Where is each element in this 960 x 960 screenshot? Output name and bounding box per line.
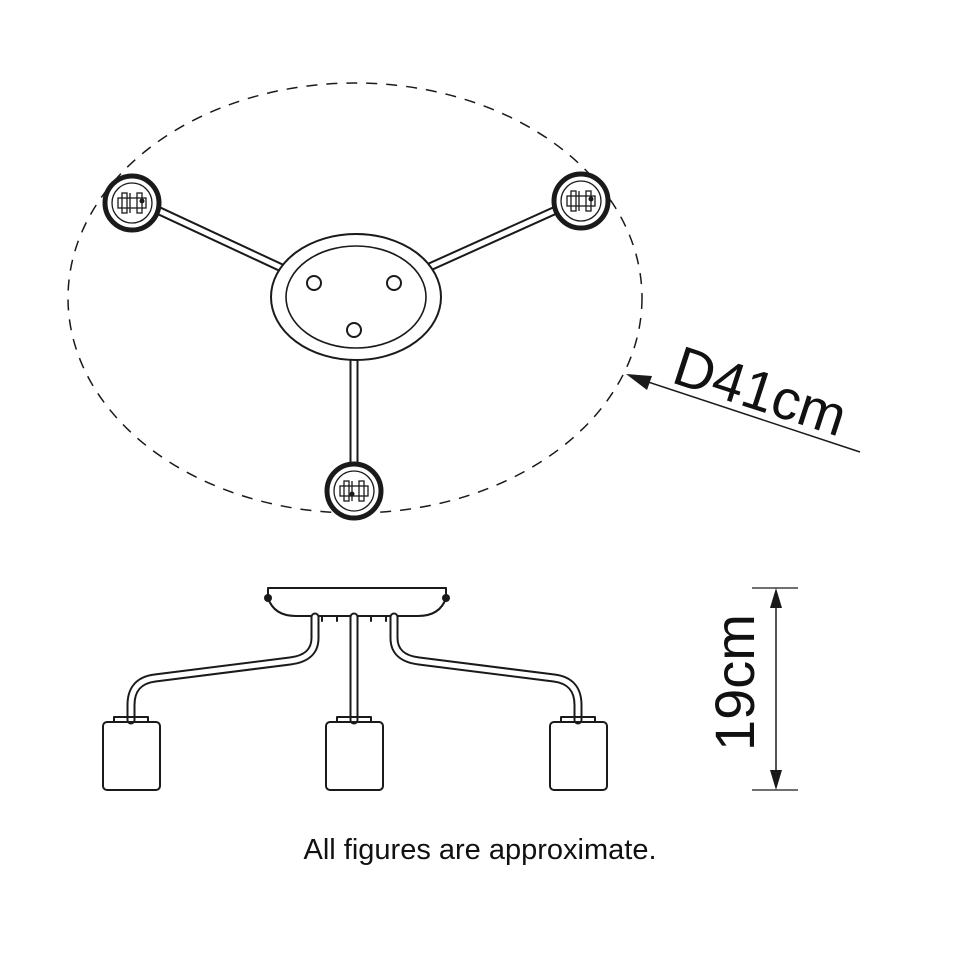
lamp-shade-left (102, 716, 161, 791)
ceiling-plate-side (264, 587, 450, 622)
lamp-shade-right (549, 716, 608, 791)
lamp-shade-center (325, 716, 384, 791)
diameter-arrow-icon (626, 374, 652, 390)
diameter-dimension: D41cm (626, 333, 861, 453)
height-dimension: 19cm (703, 587, 798, 791)
side-view-arms (126, 612, 583, 725)
lamp-holder-right (551, 171, 611, 231)
lamp-holder-left (102, 173, 162, 233)
lamp-holder-bottom (324, 461, 384, 521)
footnote: All figures are approximate. (303, 834, 657, 866)
height-label: 19cm (703, 614, 766, 751)
ceiling-plate-top (270, 233, 442, 361)
height-arrow-up-icon (770, 588, 782, 608)
diameter-dashed-outline (67, 82, 643, 514)
diameter-label: D41cm (666, 333, 854, 448)
side-view: 19cm (102, 587, 798, 791)
height-arrow-down-icon (770, 770, 782, 790)
top-view: D41cm (67, 82, 861, 521)
